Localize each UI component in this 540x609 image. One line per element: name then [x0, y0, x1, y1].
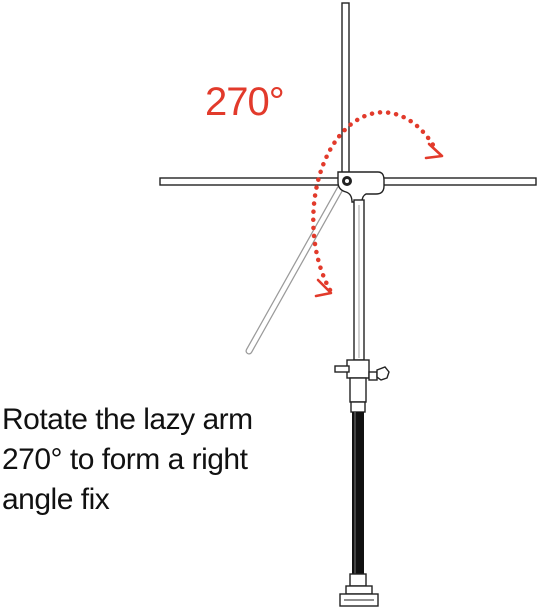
- instruction-line: angle fix: [2, 483, 110, 516]
- rotation-arrow: [311, 110, 439, 293]
- lamp-stem: [353, 199, 365, 361]
- rotation-angle-label: 270°: [205, 80, 285, 124]
- instruction-line: Rotate the lazy arm: [2, 403, 253, 436]
- base-clamp: [339, 573, 379, 607]
- vertical-arm: [341, 2, 350, 182]
- arrowhead-right-icon: [424, 142, 444, 160]
- arrowhead-bottom-icon: [314, 278, 333, 298]
- instruction-text: Rotate the lazy arm 270° to form a right…: [2, 400, 302, 520]
- lazy-arm-original-position: [245, 176, 349, 355]
- gooseneck: [352, 412, 364, 574]
- instruction-line: 270° to form a right: [2, 443, 248, 476]
- pivot-joint: [337, 171, 385, 203]
- clamp-knob: [334, 359, 390, 413]
